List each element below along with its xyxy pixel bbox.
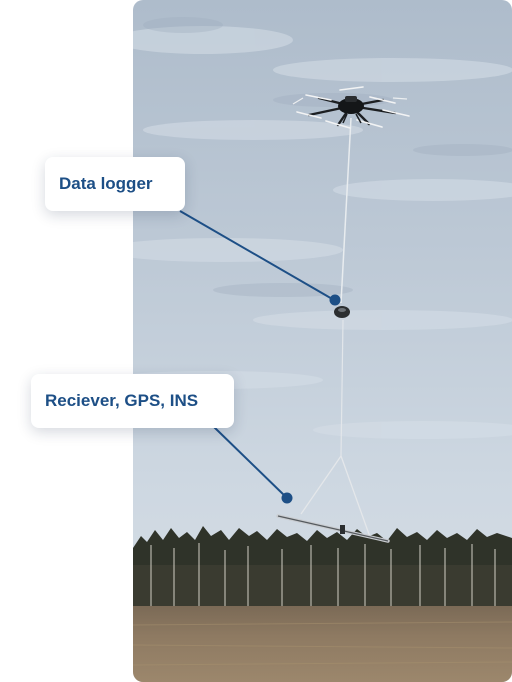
callout-receiver-label: Reciever, GPS, INS	[45, 391, 199, 410]
receiver-frame	[300, 455, 371, 538]
drone-survey-photo	[133, 0, 512, 682]
tether-cable-lower	[340, 319, 344, 457]
callout-receiver-gps-ins: Reciever, GPS, INS	[31, 374, 234, 428]
drone	[292, 86, 410, 129]
field	[133, 606, 512, 682]
tether-cable-upper	[340, 117, 352, 304]
photo-illustration	[133, 0, 512, 682]
callout-data-logger-label: Data logger	[59, 174, 153, 193]
callout-data-logger: Data logger	[45, 157, 185, 211]
tree-line	[133, 526, 512, 615]
